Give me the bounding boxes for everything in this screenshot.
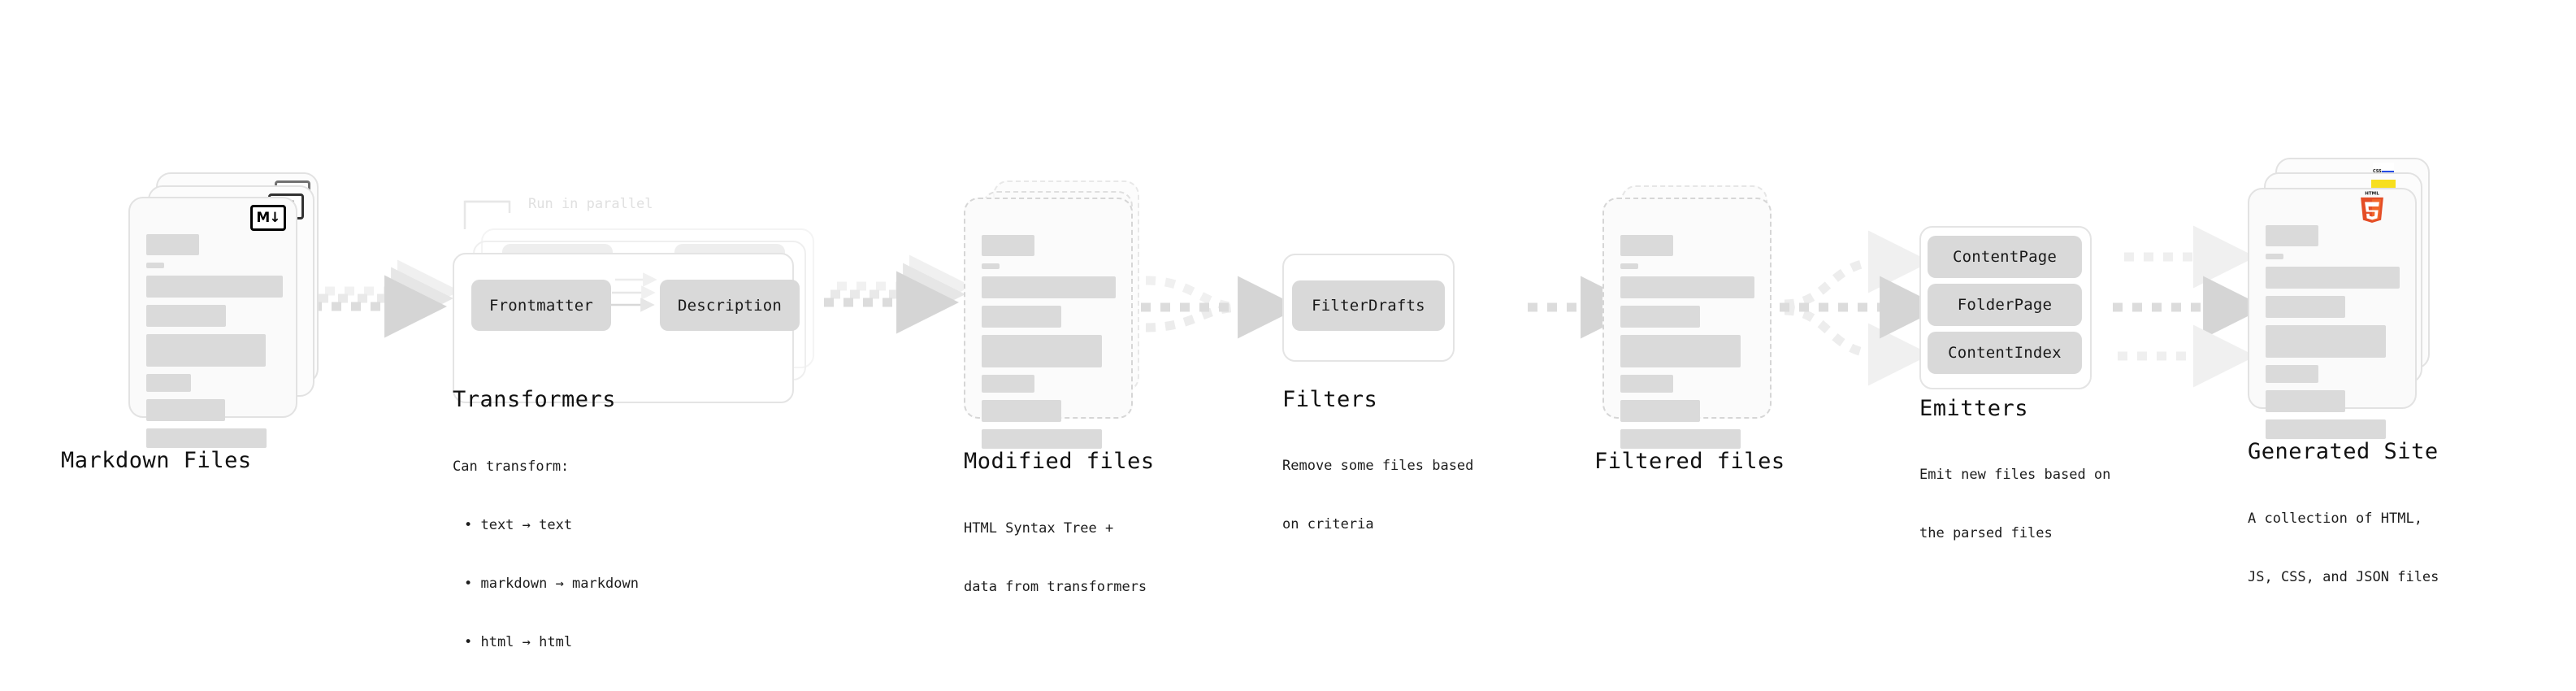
transformer-chip-frontmatter-label: Frontmatter — [488, 296, 594, 315]
transformers-subtitle-head: Can transform: — [453, 458, 570, 475]
connector-transformers-to-modified — [824, 254, 973, 334]
filters-subtitle-line-0: Remove some files based — [1282, 458, 1474, 474]
svg-text:HTML: HTML — [2365, 192, 2379, 197]
filter-chip-filterdrafts-label: FilterDrafts — [1312, 297, 1425, 315]
stage-title-emitters: Emitters — [1919, 396, 2029, 421]
stage-subtitle-transformers: Can transform: • text → text • markdown … — [453, 418, 639, 691]
emitter-chip-contentpage[interactable]: ContentPage — [1928, 236, 2082, 278]
stage-subtitle-modified-files: HTML Syntax Tree + data from transformer… — [964, 480, 1147, 636]
connector-filtered-to-emitters — [1780, 230, 1943, 386]
stage-title-generated-site: Generated Site — [2248, 439, 2439, 464]
filter-chip-filterdrafts[interactable]: FilterDrafts — [1292, 280, 1445, 331]
generated-file-skeleton-lines — [2266, 225, 2400, 446]
run-in-parallel-leader — [463, 200, 511, 229]
css-icon-label: CSS — [2373, 169, 2382, 174]
filtered-file-card-front — [1602, 198, 1772, 449]
generated-subtitle-line-1: JS, CSS, and JSON files — [2248, 569, 2439, 585]
html5-icon: HTML — [2358, 190, 2386, 223]
markdown-file-card-front — [128, 197, 297, 448]
transformer-chip-description[interactable]: Description — [660, 280, 800, 331]
connector-markdown-to-transformers — [312, 259, 461, 338]
filters-subtitle-line-1: on criteria — [1282, 516, 1374, 532]
modified-subtitle-line-1: data from transformers — [964, 579, 1147, 595]
generated-file-card-front — [2248, 188, 2417, 439]
modified-file-card-front — [964, 198, 1133, 449]
markdown-icon: M↓ — [250, 205, 286, 231]
stage-title-modified-files: Modified files — [964, 449, 1155, 474]
stage-subtitle-emitters: Emit new files based on the parsed files — [1919, 426, 2110, 582]
run-in-parallel-label: Run in parallel — [528, 196, 653, 212]
stage-subtitle-filters: Remove some files based on criteria — [1282, 417, 1473, 573]
markdown-file-skeleton-lines — [146, 234, 283, 455]
emitter-chip-contentindex-label: ContentIndex — [1948, 344, 2062, 362]
stage-title-filters: Filters — [1282, 387, 1378, 412]
transformer-chip-description-label: Description — [677, 296, 783, 315]
transformers-subtitle-item-2: • html → html — [464, 634, 573, 650]
stage-title-filtered-files: Filtered files — [1594, 449, 1785, 474]
emitters-subtitle-line-0: Emit new files based on — [1919, 467, 2111, 483]
stage-subtitle-generated-site: A collection of HTML, JS, CSS, and JSON … — [2248, 470, 2439, 626]
emitters-subtitle-line-1: the parsed files — [1919, 525, 2053, 541]
filtered-file-skeleton-lines — [1620, 235, 1754, 456]
stage-title-transformers: Transformers — [453, 387, 617, 412]
emitter-chip-contentindex[interactable]: ContentIndex — [1928, 332, 2082, 374]
html5-icon-svg: HTML — [2361, 192, 2383, 223]
stage-title-markdown-files: Markdown Files — [61, 448, 252, 473]
connector-modified-to-filters — [1141, 276, 1301, 339]
connector-emitters-to-generated — [2113, 225, 2266, 388]
emitter-chip-folderpage[interactable]: FolderPage — [1928, 284, 2082, 326]
generated-subtitle-line-0: A collection of HTML, — [2248, 511, 2422, 527]
transformers-subtitle-item-1: • markdown → markdown — [464, 576, 639, 592]
transformers-subtitle-item-0: • text → text — [464, 517, 573, 533]
transformer-chip-frontmatter[interactable]: Frontmatter — [471, 280, 611, 331]
modified-file-skeleton-lines — [982, 235, 1116, 456]
emitter-chip-folderpage-label: FolderPage — [1957, 296, 2053, 314]
modified-subtitle-line-0: HTML Syntax Tree + — [964, 520, 1114, 537]
emitter-chip-contentpage-label: ContentPage — [1952, 248, 2058, 266]
